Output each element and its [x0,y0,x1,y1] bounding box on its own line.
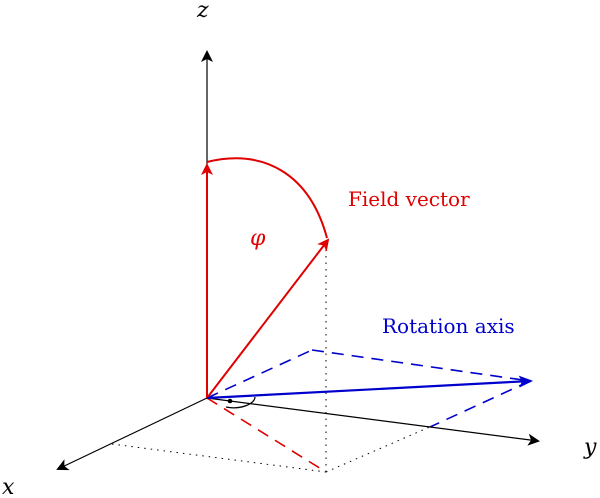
angle-arc [206,157,328,239]
rotation-plane [206,349,531,428]
angle-phi-label: φ [250,226,266,251]
y-axis-label: y [583,435,597,460]
field-vector-arrow [206,238,330,399]
rotation-axis-label: Rotation axis [382,314,515,338]
field-projection-line [206,397,327,473]
right-angle-dot [227,398,233,404]
right-angle-arc [225,396,256,409]
x-axis-label: x [2,475,15,498]
rotation-axis-arrow [206,375,533,400]
z-axis-label: z [196,0,209,23]
x-axis [56,397,208,471]
projection-lines [111,245,433,473]
y-axis [206,397,540,446]
field-vector-label: Field vector [348,187,470,211]
